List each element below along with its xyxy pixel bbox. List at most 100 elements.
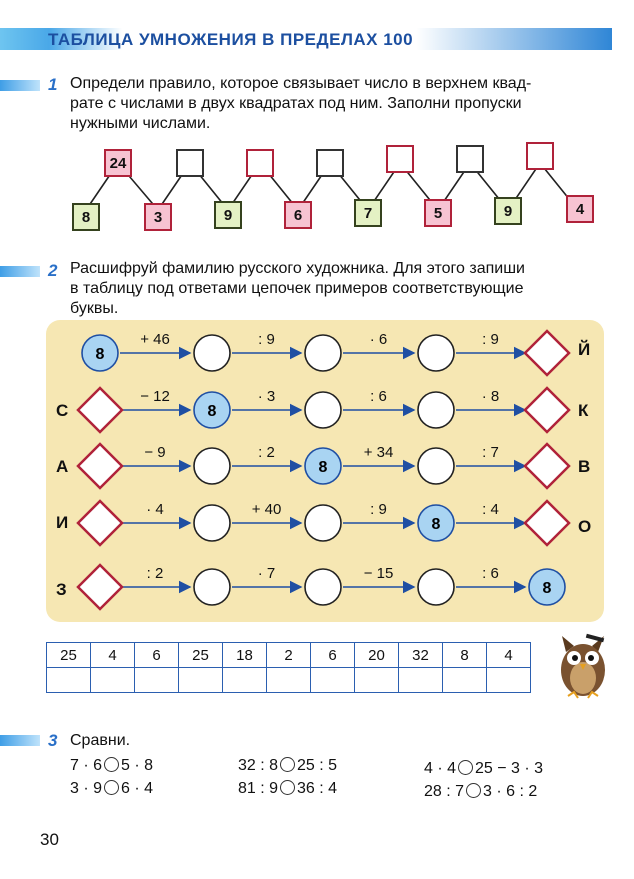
compare-circle[interactable] — [280, 757, 296, 772]
task2-line: буквы. — [70, 300, 119, 317]
right-letter: В — [578, 457, 591, 476]
answer-value: 25 — [178, 642, 223, 668]
end-number-circle — [528, 568, 566, 606]
blank-circle[interactable] — [304, 391, 342, 429]
answer-value: 6 — [310, 642, 355, 668]
operation-label: : 6 — [482, 565, 499, 582]
bottom-square: 9 — [494, 197, 522, 225]
blank-diamond[interactable] — [76, 499, 124, 547]
right-letter: О — [578, 517, 592, 536]
task1-number: 1 — [48, 75, 58, 94]
compare-circle[interactable] — [458, 760, 474, 775]
answer-value: 6 — [134, 642, 179, 668]
expr-left: 4 · 4 — [424, 760, 457, 777]
left-letter: А — [56, 457, 69, 476]
blank-circle[interactable] — [304, 504, 342, 542]
answer-value: 25 — [46, 642, 91, 668]
header-bar — [0, 28, 612, 50]
top-square[interactable] — [386, 145, 414, 173]
answer-letter-cell[interactable] — [222, 667, 267, 693]
blank-circle[interactable] — [193, 568, 231, 606]
compare-circle[interactable] — [104, 780, 120, 795]
answer-value: 20 — [354, 642, 399, 668]
top-square[interactable] — [246, 149, 274, 177]
expr-right: 5 · 8 — [121, 757, 154, 774]
task3-title: Сравни. — [70, 732, 131, 749]
answer-letter-cell[interactable] — [178, 667, 223, 693]
top-square[interactable] — [456, 145, 484, 173]
start-number-circle — [81, 334, 119, 372]
blank-diamond[interactable] — [523, 499, 571, 547]
operation-label: : 7 — [482, 444, 499, 461]
answer-letter-cell[interactable] — [134, 667, 179, 693]
operation-label: : 9 — [482, 331, 499, 348]
expr-left: 81 : 9 — [238, 780, 279, 797]
compare-circle[interactable] — [280, 780, 296, 795]
task1-marker — [0, 80, 40, 91]
top-square[interactable] — [526, 142, 554, 170]
blank-diamond[interactable] — [76, 386, 124, 434]
given-number: 8 — [319, 459, 328, 476]
top-square[interactable] — [316, 149, 344, 177]
expr-right: 25 − 3 · 3 — [475, 760, 544, 777]
answer-letter-cell[interactable] — [486, 667, 531, 693]
answer-letter-cell[interactable] — [266, 667, 311, 693]
blank-circle[interactable] — [417, 447, 455, 485]
answer-letter-cell[interactable] — [354, 667, 399, 693]
bottom-square: 8 — [72, 203, 100, 231]
expr-left: 32 : 8 — [238, 757, 279, 774]
compare-item: 32 : 8 25 : 5 — [238, 757, 337, 775]
page-number: 30 — [40, 830, 59, 849]
blank-circle[interactable] — [304, 334, 342, 372]
blank-circle[interactable] — [417, 334, 455, 372]
end-number: 8 — [543, 580, 552, 597]
answer-table: 25 4 6 25 18 2 6 20 32 8 4 — [46, 642, 531, 693]
task3-marker — [0, 735, 40, 746]
blank-diamond[interactable] — [523, 386, 571, 434]
task1-line: нужными числами. — [70, 115, 211, 132]
blank-circle[interactable] — [193, 447, 231, 485]
expr-right: 25 : 5 — [297, 757, 338, 774]
expr-left: 3 · 9 — [70, 780, 103, 797]
compare-circle[interactable] — [466, 783, 482, 798]
answer-letter-cell[interactable] — [90, 667, 135, 693]
blank-diamond[interactable] — [523, 329, 571, 377]
compare-circle[interactable] — [104, 757, 120, 772]
owl-icon — [561, 633, 605, 699]
answer-value: 2 — [266, 642, 311, 668]
blank-circle[interactable] — [417, 391, 455, 429]
operation-label: − 15 — [364, 565, 394, 582]
given-number: 8 — [208, 403, 217, 420]
answer-letter-cell[interactable] — [310, 667, 355, 693]
operation-label: + 46 — [140, 331, 170, 348]
right-letter: Й — [578, 340, 591, 359]
blank-diamond[interactable] — [76, 563, 124, 611]
answer-value: 32 — [398, 642, 443, 668]
operation-label: : 2 — [147, 565, 164, 582]
answer-letters-row[interactable] — [46, 667, 531, 693]
bottom-square: 9 — [214, 201, 242, 229]
answer-values-row: 25 4 6 25 18 2 6 20 32 8 4 — [46, 642, 531, 668]
answer-letter-cell[interactable] — [46, 667, 91, 693]
left-letter: З — [56, 580, 67, 599]
compare-item: 4 · 4 25 − 3 · 3 — [424, 760, 543, 778]
expr-left: 28 : 7 — [424, 783, 465, 800]
blank-diamond[interactable] — [523, 442, 571, 490]
left-letter: И — [56, 513, 69, 532]
answer-letter-cell[interactable] — [442, 667, 487, 693]
task1-line: Определи правило, которое связывает числ… — [70, 75, 532, 92]
blank-circle[interactable] — [193, 334, 231, 372]
task2-number: 2 — [48, 261, 58, 280]
top-square[interactable] — [176, 149, 204, 177]
blank-diamond[interactable] — [76, 442, 124, 490]
start-number: 8 — [96, 346, 105, 363]
blank-circle[interactable] — [417, 568, 455, 606]
blank-circle[interactable] — [304, 568, 342, 606]
blank-circle[interactable] — [193, 504, 231, 542]
top-square[interactable]: 24 — [104, 149, 132, 177]
operation-label: − 12 — [140, 388, 170, 405]
answer-letter-cell[interactable] — [398, 667, 443, 693]
